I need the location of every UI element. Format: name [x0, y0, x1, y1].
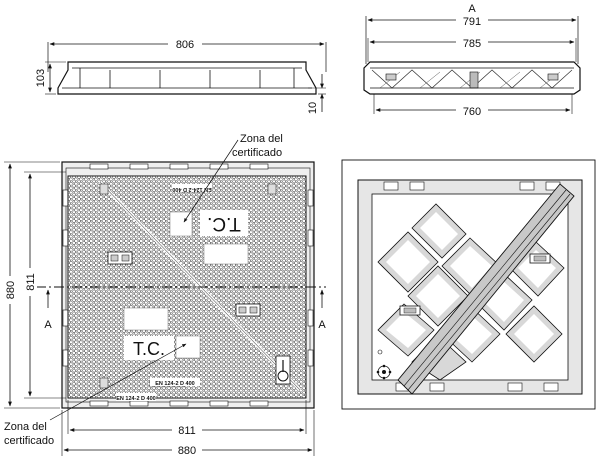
top-elevation-view: 806 103 10 — [35, 37, 327, 114]
section-a-left-label: A — [44, 319, 52, 331]
standard-text-top: EN 124-2 D 400 — [172, 186, 211, 192]
certificate-zone-bottom — [175, 335, 201, 359]
overall-height-880-label: 880 — [5, 281, 17, 299]
tc-label-bottom: T.C. — [133, 339, 165, 359]
plan-view: T.C. T.C. EN 124-2 D 400 EN — [3, 133, 326, 457]
side-section-view: A 791 785 760 — [363, 3, 581, 118]
cert-leader-top — [183, 139, 239, 223]
tc-label-top: T.C. — [207, 213, 241, 234]
lift-hole-right — [235, 303, 261, 317]
cert-note-top-line1: Zona del — [240, 133, 283, 145]
lift-hole-left — [107, 251, 133, 265]
inner-785-label: 785 — [463, 38, 481, 50]
height-103-label: 103 — [35, 69, 47, 87]
underside-lock-icon — [376, 364, 392, 380]
section-marker-top: A — [468, 3, 476, 15]
standard-text-bottom: EN 124-2 D 400 — [155, 381, 194, 387]
lock-icon — [275, 355, 291, 385]
standard-text-frame: EN 124-2 D 400 — [116, 396, 155, 402]
base-760-label: 760 — [463, 106, 481, 118]
hinge-bar — [397, 183, 575, 395]
cert-note-bottom-line1: Zona del — [4, 421, 47, 433]
outer-791-label: 791 — [463, 16, 481, 28]
section-a-right-label: A — [318, 319, 326, 331]
flange-10-label: 10 — [307, 102, 319, 114]
inner-height-811-label: 811 — [25, 273, 37, 291]
cert-note-top-line2: certificado — [232, 147, 282, 159]
overall-width-880-label: 880 — [178, 445, 196, 457]
certificate-zone-top — [169, 211, 193, 237]
top-frame-profile — [57, 61, 317, 95]
cert-leader-bottom — [49, 343, 187, 421]
underside-view — [341, 159, 596, 410]
inner-width-811-label: 811 — [178, 425, 196, 437]
width-806-label: 806 — [176, 39, 194, 51]
cert-note-bottom-line2: certificado — [4, 435, 54, 447]
